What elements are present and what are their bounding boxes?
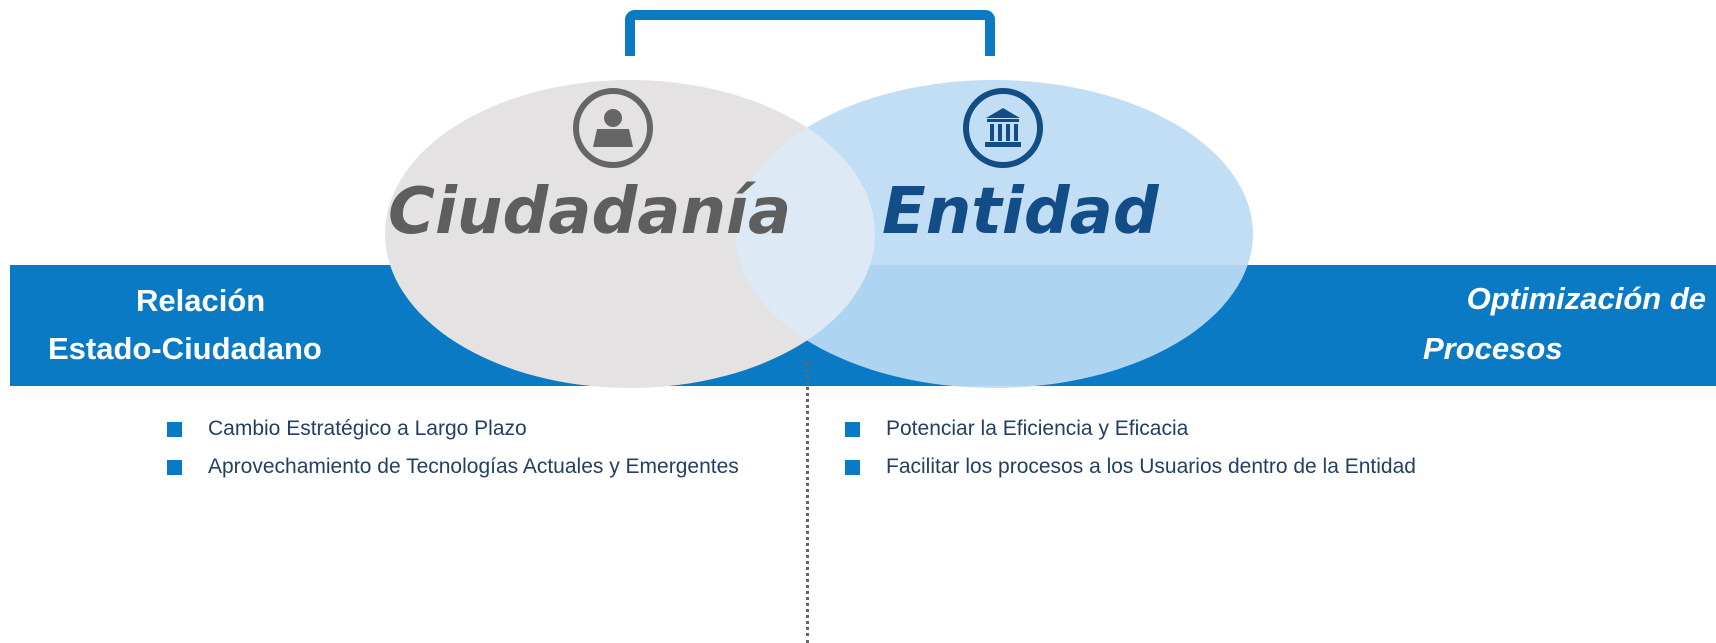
- entidad-title: Entidad: [882, 175, 1159, 249]
- bullet-text: Aprovechamiento de Tecnologías Actuales …: [208, 455, 739, 478]
- bullet-square-icon: [845, 422, 860, 437]
- bullet-text: Potenciar la Eficiencia y Eficacia: [886, 417, 1189, 440]
- bullet-text: Facilitar los procesos a los Usuarios de…: [886, 455, 1416, 478]
- connector-bracket: [625, 10, 995, 56]
- ciudadania-title: Ciudadanía: [388, 175, 792, 249]
- bank-icon: [963, 88, 1043, 168]
- bullet-square-icon: [167, 422, 182, 437]
- right-band-label-line2: Procesos: [1423, 331, 1563, 366]
- list-item: Potenciar la Eficiencia y Eficacia: [845, 415, 1505, 443]
- center-divider: [806, 362, 809, 643]
- person-icon: [573, 88, 653, 168]
- list-item: Facilitar los procesos a los Usuarios de…: [845, 453, 1505, 481]
- left-band-label-line1: Relación: [136, 283, 266, 318]
- list-item: Aprovechamiento de Tecnologías Actuales …: [167, 453, 757, 481]
- bullet-square-icon: [167, 460, 182, 475]
- right-band-label-line1: Optimización de: [1466, 281, 1706, 316]
- bullet-text: Cambio Estratégico a Largo Plazo: [208, 417, 527, 440]
- entidad-bullet-list: Potenciar la Eficiencia y Eficacia Facil…: [845, 415, 1505, 491]
- bullet-square-icon: [845, 460, 860, 475]
- left-band-label-line2: Estado-Ciudadano: [48, 331, 322, 366]
- ciudadania-bullet-list: Cambio Estratégico a Largo Plazo Aprovec…: [167, 415, 757, 491]
- list-item: Cambio Estratégico a Largo Plazo: [167, 415, 757, 443]
- partial-circle: [1022, 0, 1094, 26]
